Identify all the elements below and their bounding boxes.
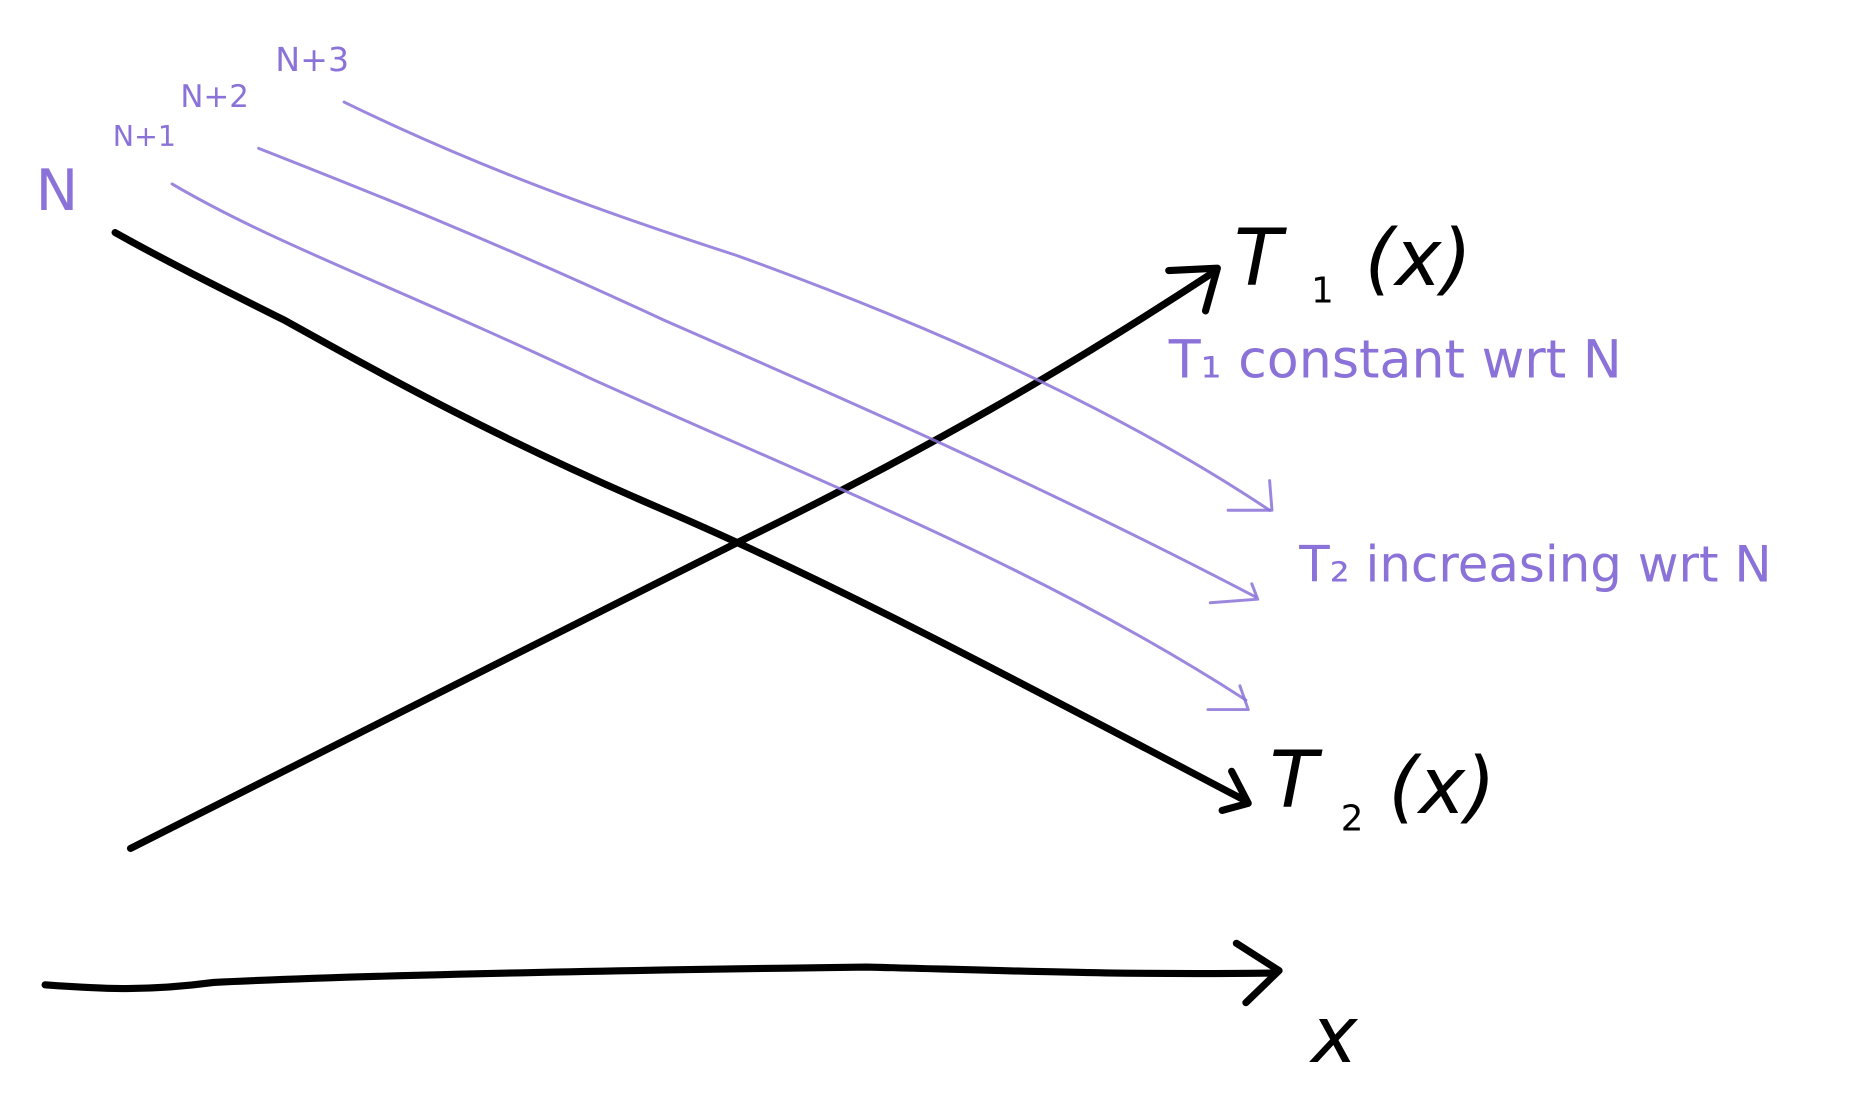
arrowhead-n-plus-3	[1226, 479, 1274, 512]
svg-text:1: 1	[1311, 271, 1334, 312]
label-n-plus-3: N+3	[275, 40, 349, 79]
t1-curve	[126, 266, 1220, 852]
svg-text:T: T	[1270, 735, 1323, 826]
arrowhead-n-plus-2	[1208, 582, 1260, 605]
t2-arrowhead	[1218, 767, 1252, 814]
t2-curve-n-plus-3	[342, 100, 1272, 512]
label-n-plus-1: N+1	[113, 120, 176, 153]
note-t2-increasing: T₂ increasing wrt N	[1298, 535, 1771, 593]
t2-curve-n-plus-2	[257, 146, 1257, 599]
x-axis-line	[41, 963, 1280, 993]
arrowhead-n-plus-1	[1206, 684, 1250, 712]
t2-curve-n	[111, 229, 1250, 805]
label-n-plus-2: N+2	[180, 79, 249, 115]
label-n: N	[36, 158, 79, 224]
svg-text:(x): (x)	[1388, 741, 1495, 832]
t1-label: T 1 (x)	[1234, 213, 1472, 312]
x-axis-label: x	[1308, 990, 1358, 1081]
t2-label: T 2 (x)	[1270, 735, 1496, 840]
t1-arrowhead	[1165, 264, 1221, 315]
x-axis-arrowhead	[1232, 939, 1283, 1007]
svg-text:(x): (x)	[1365, 213, 1472, 304]
note-t1-constant: T₁ constant wrt N	[1168, 330, 1622, 390]
t2-curve-n-plus-1	[170, 182, 1248, 702]
svg-text:2: 2	[1341, 799, 1364, 840]
svg-text:T: T	[1234, 213, 1287, 304]
